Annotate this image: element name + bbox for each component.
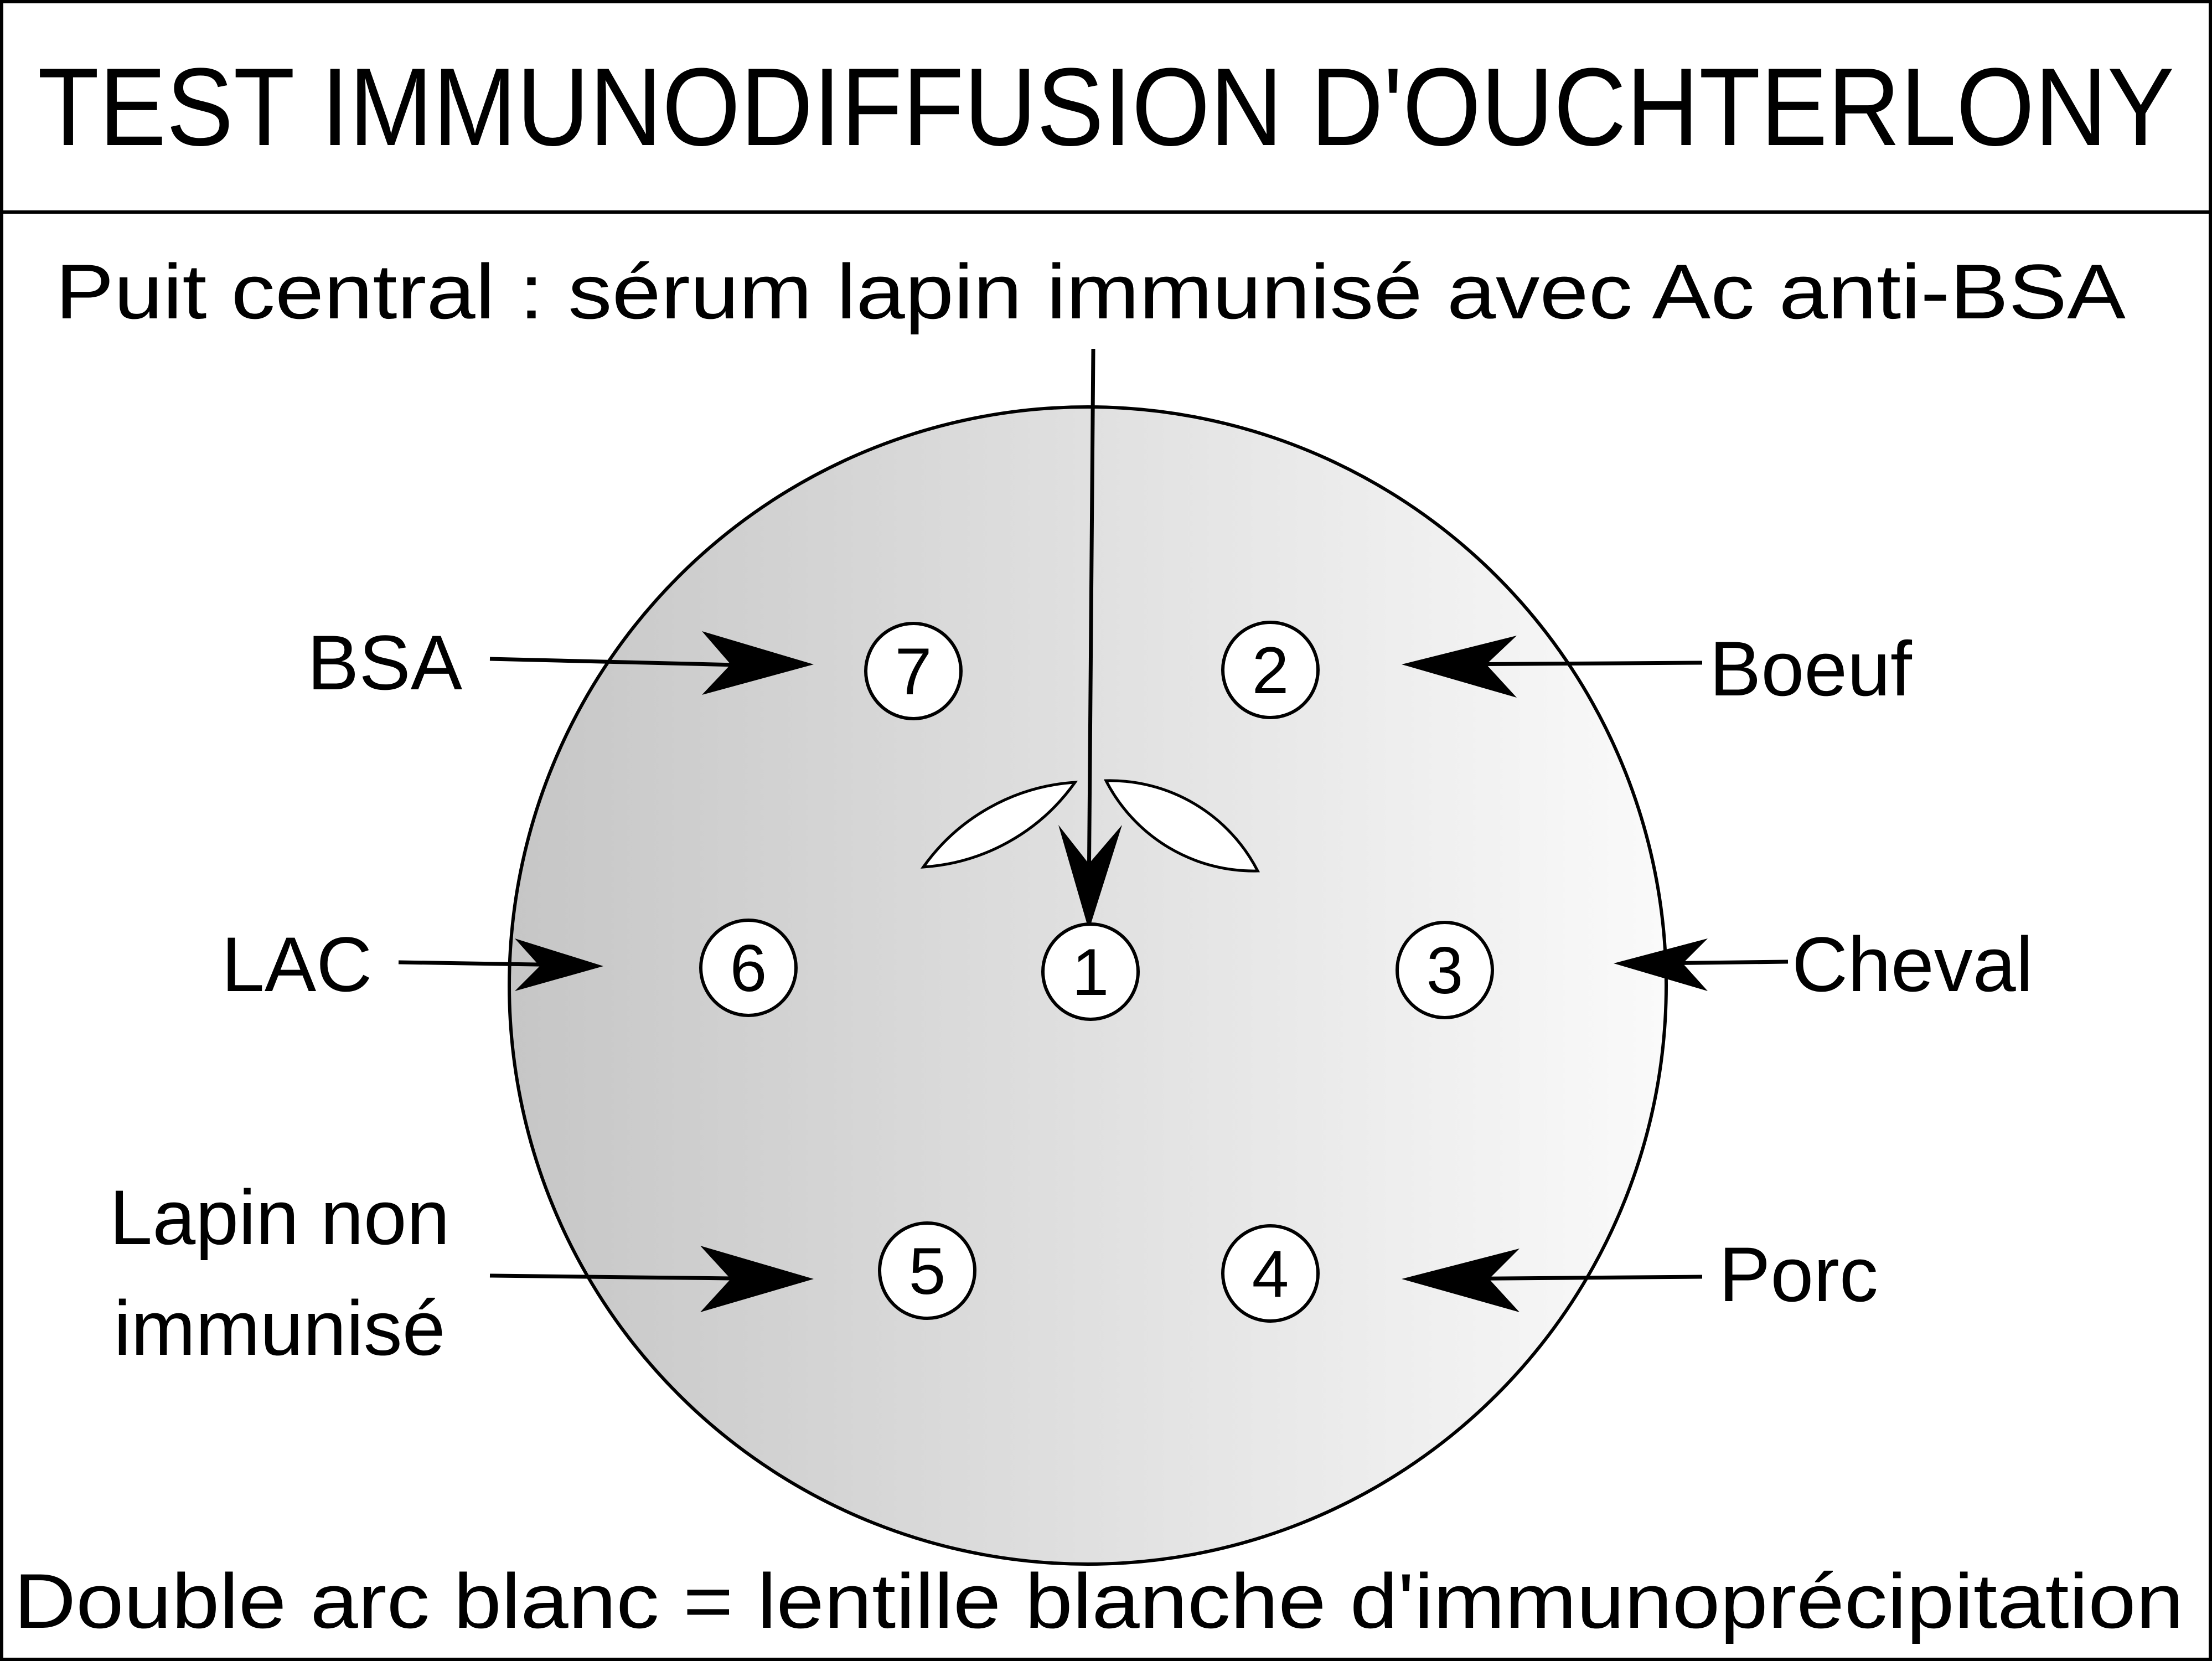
central-well-pointer-line bbox=[1087, 348, 1095, 897]
well-1: 1 bbox=[1041, 922, 1140, 1021]
label-cheval: Cheval bbox=[1792, 921, 2033, 1008]
well-3: 3 bbox=[1396, 921, 1494, 1019]
arrow-boeuf-head bbox=[1402, 636, 1517, 698]
arrow-lac-head bbox=[515, 938, 603, 991]
well-5-circle bbox=[878, 1221, 976, 1320]
precipitin-arc-left bbox=[920, 781, 1078, 869]
label-bsa: BSA bbox=[307, 619, 463, 706]
central-well-pointer-arrowhead bbox=[1058, 825, 1122, 930]
well-6-circle bbox=[699, 919, 798, 1017]
well-7-number: 7 bbox=[895, 635, 932, 709]
well-7-circle bbox=[864, 622, 963, 720]
well-1-circle bbox=[1041, 922, 1140, 1021]
well-2: 2 bbox=[1221, 621, 1320, 719]
well-6-number: 6 bbox=[730, 931, 767, 1005]
arrow-lapin-head bbox=[700, 1246, 814, 1312]
well-3-circle bbox=[1396, 921, 1494, 1019]
well-5-number: 5 bbox=[909, 1234, 946, 1308]
label-lapin-line2: immunisé bbox=[113, 1285, 445, 1371]
well-4-number: 4 bbox=[1252, 1237, 1289, 1311]
arrow-porc-head bbox=[1402, 1249, 1520, 1312]
label-boeuf: Boeuf bbox=[1709, 625, 1913, 712]
well-1-number: 1 bbox=[1072, 935, 1109, 1009]
legend-footer: Double arc blanc = lentille blanche d'im… bbox=[14, 1557, 2184, 1644]
arrow-bsa-head bbox=[702, 631, 814, 695]
well-4: 4 bbox=[1221, 1224, 1320, 1323]
central-well-description: Puit central : sérum lapin immunisé avec… bbox=[55, 248, 2126, 335]
label-lapin-line1: Lapin non bbox=[109, 1174, 449, 1261]
page-title: TEST IMMUNODIFFUSION D'OUCHTERLONY bbox=[38, 45, 2174, 169]
well-2-number: 2 bbox=[1252, 633, 1289, 708]
well-5: 5 bbox=[878, 1221, 976, 1320]
label-porc: Porc bbox=[1719, 1231, 1878, 1318]
well-6: 6 bbox=[699, 919, 798, 1017]
well-7: 7 bbox=[864, 622, 963, 720]
well-4-circle bbox=[1221, 1224, 1320, 1323]
well-3-number: 3 bbox=[1427, 933, 1464, 1008]
arrow-cheval-head bbox=[1614, 938, 1708, 991]
well-2-circle bbox=[1221, 621, 1320, 719]
label-lac: LAC bbox=[221, 921, 372, 1008]
precipitin-arc-right bbox=[1103, 779, 1260, 873]
